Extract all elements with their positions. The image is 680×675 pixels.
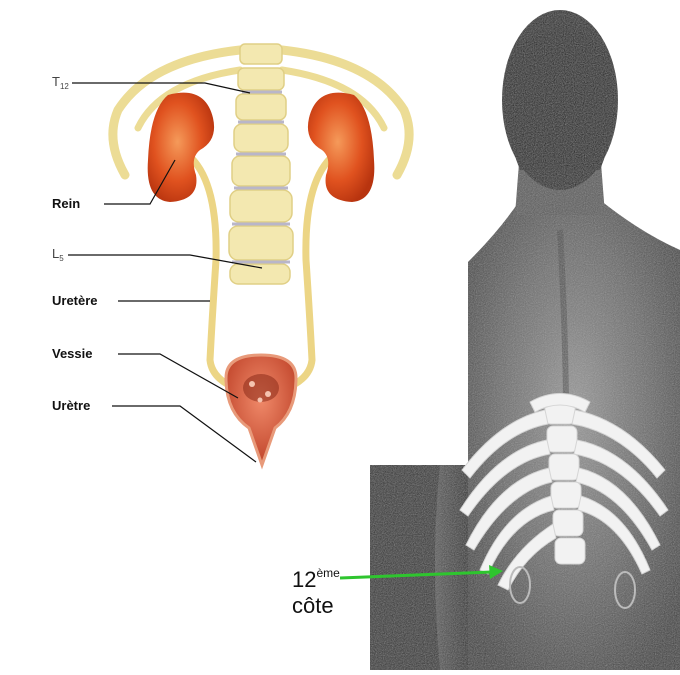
label-twelfth-rib: 12ème côte <box>292 560 340 619</box>
back-photo <box>370 10 680 670</box>
label-urethra: Urètre <box>52 398 90 413</box>
label-l5: L5 <box>52 246 64 263</box>
label-kidney: Rein <box>52 196 80 211</box>
label-bladder: Vessie <box>52 346 93 361</box>
label-ureter: Uretère <box>52 293 98 308</box>
label-t12: T12 <box>52 74 69 91</box>
